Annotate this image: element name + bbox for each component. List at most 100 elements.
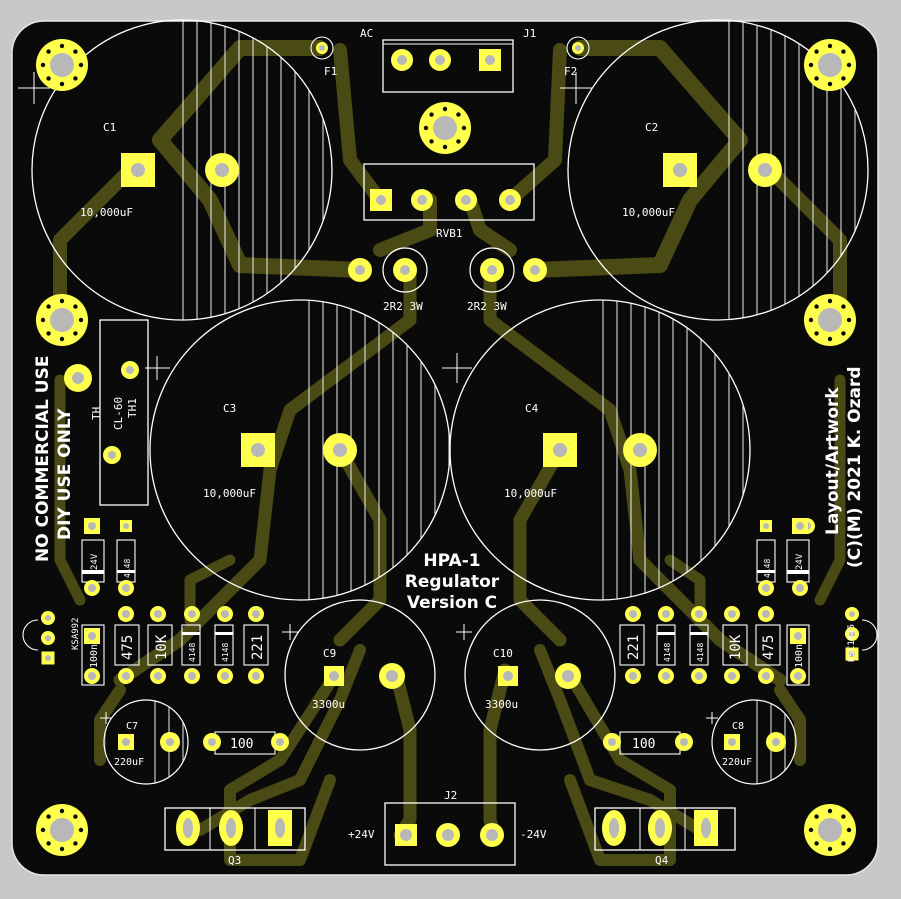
pad bbox=[203, 733, 221, 751]
pad-transistor bbox=[602, 810, 626, 846]
connector-j2-outline bbox=[384, 802, 516, 866]
label-4148-d: 4148 bbox=[696, 643, 705, 662]
pad-square bbox=[543, 433, 577, 467]
pad bbox=[323, 433, 357, 467]
pad bbox=[217, 668, 233, 684]
label-c2-value: 10,000uF bbox=[622, 206, 675, 219]
label-c7-value: 220uF bbox=[114, 757, 144, 768]
pad-square bbox=[845, 647, 859, 661]
label-c9: C9 bbox=[323, 647, 336, 660]
resistor-2r2-right-outline bbox=[469, 247, 515, 293]
pad bbox=[379, 663, 405, 689]
pad bbox=[184, 606, 200, 622]
label-24v-left: 24V bbox=[90, 553, 100, 570]
label-j1: J1 bbox=[523, 27, 536, 40]
pad bbox=[572, 42, 584, 54]
label-f2: F2 bbox=[564, 65, 577, 78]
label-r100-left: 100 bbox=[230, 737, 253, 752]
pad-square bbox=[790, 628, 806, 644]
pad bbox=[160, 732, 180, 752]
pad-square bbox=[792, 518, 808, 534]
pad bbox=[658, 606, 674, 622]
label-q4: Q4 bbox=[655, 854, 669, 867]
pad bbox=[64, 364, 92, 392]
pad bbox=[845, 627, 859, 641]
alignment-marks bbox=[18, 72, 718, 724]
mounting-hole bbox=[804, 804, 856, 856]
pad bbox=[455, 189, 477, 211]
label-ksc1845: KSC1845 bbox=[847, 624, 857, 662]
pad bbox=[555, 663, 581, 689]
pad-square bbox=[121, 153, 155, 187]
label-c2: C2 bbox=[645, 121, 658, 134]
label-4148-b: 4148 bbox=[221, 643, 230, 662]
label-c1-value: 10,000uF bbox=[80, 206, 133, 219]
label-4148-e: 4148 bbox=[123, 559, 132, 578]
capacitor-c9 bbox=[284, 599, 436, 751]
mounting-hole bbox=[804, 39, 856, 91]
resistor-2r2-left-outline bbox=[382, 247, 428, 293]
label-plus24: +24V bbox=[348, 828, 375, 841]
board-title-line3: Version C bbox=[407, 593, 497, 613]
pad-square bbox=[370, 189, 392, 211]
label-c8: C8 bbox=[732, 721, 744, 732]
mounting-hole bbox=[36, 39, 88, 91]
pad-transistor bbox=[176, 810, 200, 846]
label-100n-left: 100n bbox=[89, 644, 100, 668]
capacitor-c2 bbox=[567, 19, 869, 321]
pad-square bbox=[395, 824, 417, 846]
pad bbox=[184, 668, 200, 684]
mounting-hole bbox=[419, 102, 471, 154]
pad-transistor bbox=[268, 810, 292, 846]
notice-line1: NO COMMERCIAL USE bbox=[33, 356, 53, 562]
pad-transistor bbox=[219, 810, 243, 846]
pad bbox=[150, 606, 166, 622]
label-r100-right: 100 bbox=[632, 737, 655, 752]
label-minus24: -24V bbox=[520, 828, 547, 841]
pad bbox=[118, 668, 134, 684]
pad bbox=[436, 823, 460, 847]
pad bbox=[691, 606, 707, 622]
pad bbox=[41, 611, 55, 625]
label-10k-left: 10K bbox=[154, 634, 170, 660]
capacitor-c1 bbox=[31, 19, 333, 321]
pad-square bbox=[84, 628, 100, 644]
pad bbox=[724, 606, 740, 622]
pad-square bbox=[324, 666, 344, 686]
transistor-q4-outline bbox=[594, 807, 736, 851]
bridge-rvb1-outline bbox=[363, 163, 535, 221]
pad-transistor bbox=[648, 810, 672, 846]
label-475-left: 475 bbox=[120, 635, 136, 660]
label-cl60: CL-60 bbox=[112, 397, 125, 430]
label-4148-f: 4148 bbox=[763, 559, 772, 578]
pad bbox=[150, 668, 166, 684]
pad-square bbox=[724, 734, 740, 750]
thermistor-th1-outline bbox=[99, 319, 149, 506]
mounting-hole bbox=[36, 294, 88, 346]
label-j2: J2 bbox=[444, 789, 457, 802]
pad bbox=[480, 823, 504, 847]
label-c10: C10 bbox=[493, 647, 513, 660]
label-221-right: 221 bbox=[626, 635, 642, 660]
pad bbox=[118, 580, 134, 596]
small-part-outlines bbox=[22, 36, 878, 755]
label-c9-value: 3300u bbox=[312, 698, 345, 711]
label-475-right: 475 bbox=[761, 635, 777, 660]
pad bbox=[748, 153, 782, 187]
pad bbox=[103, 446, 121, 464]
label-c3: C3 bbox=[223, 402, 236, 415]
pad-square bbox=[120, 520, 132, 532]
pad bbox=[790, 668, 806, 684]
pad bbox=[121, 361, 139, 379]
label-c3-value: 10,000uF bbox=[203, 487, 256, 500]
notice-line2: DIY USE ONLY bbox=[55, 408, 75, 540]
credit-line1: Layout/Artwork bbox=[823, 387, 843, 535]
label-th1: TH1 bbox=[126, 398, 139, 418]
label-2r2-left: 2R2 3W bbox=[383, 300, 423, 313]
pad bbox=[393, 258, 417, 282]
pad bbox=[758, 580, 774, 596]
pad bbox=[724, 668, 740, 684]
pad bbox=[499, 189, 521, 211]
pad-square bbox=[760, 520, 772, 532]
